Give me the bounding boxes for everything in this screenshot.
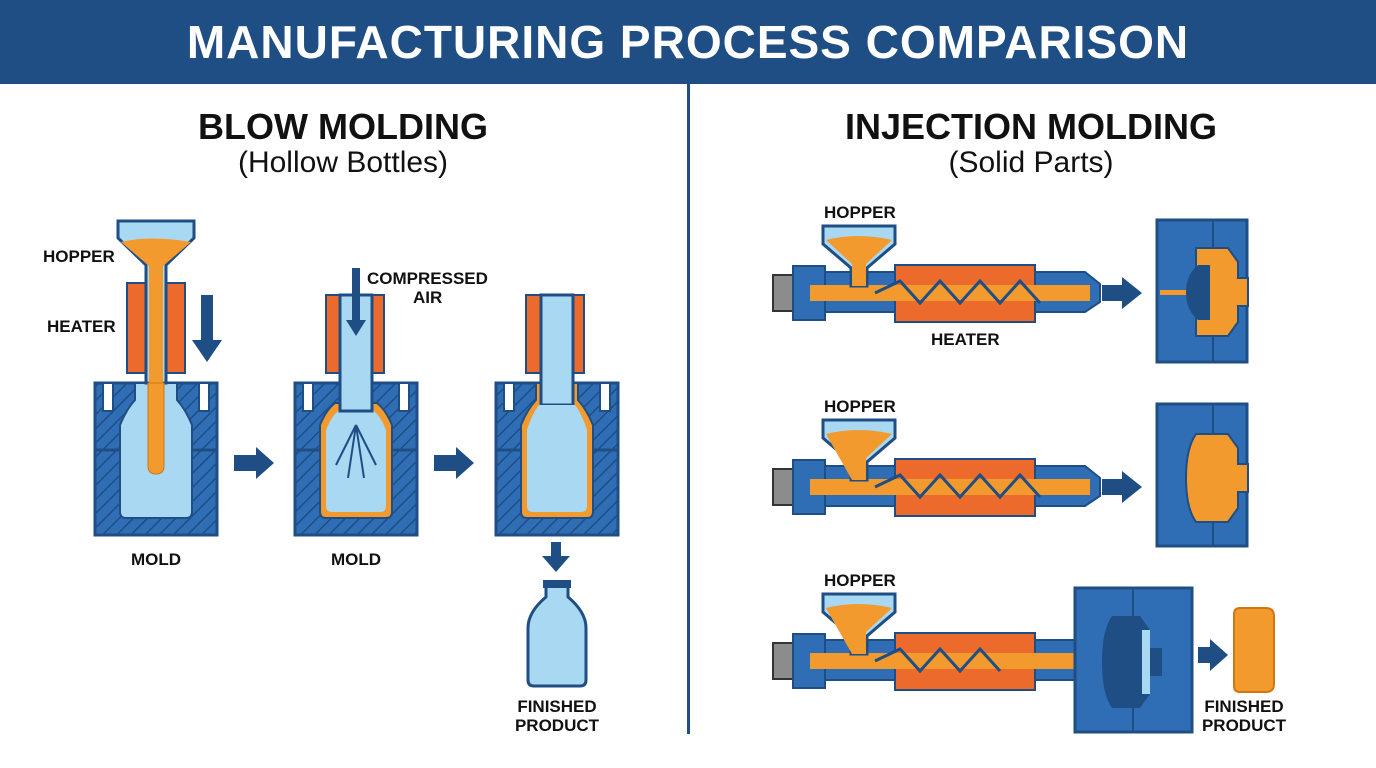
molten-parison [147,382,165,475]
arrow-right-icon [1198,639,1228,671]
finished-product-label-2: PRODUCT [514,716,600,735]
blow-stage-3 [494,293,620,688]
compressed-air-label: COMPRESSED [367,269,488,288]
injection-molding-title: INJECTION MOLDING [844,106,1217,147]
arrow-right-icon [234,447,274,479]
arrow-down-icon [542,542,570,572]
finished-product-label-2: PRODUCT [1201,716,1287,735]
molded-part [1184,433,1249,523]
mold-label: MOLD [130,550,182,569]
hopper-label: HOPPER [824,203,896,222]
injection-stage-3 [772,586,1275,734]
heater-label: HEATER [47,317,116,336]
finished-part-icon [1233,607,1275,693]
hopper-label: HOPPER [824,397,896,416]
page-title: MANUFACTURING PROCESS COMPARISON [0,0,1376,84]
hopper-label: HOPPER [43,247,115,266]
formed-bottle [527,405,587,512]
injection-stage-2 [772,402,1249,548]
finished-product-label: FINISHED [517,697,597,716]
hopper-label: HOPPER [824,571,896,590]
blow-stage-2 [293,268,419,537]
blow-stage-1 [93,219,222,537]
arrow-right-icon [1102,277,1142,309]
arrow-right-icon [1102,471,1142,503]
air-arrow-icon [346,268,366,336]
blow-molding-subtitle: (Hollow Bottles) [237,146,449,179]
injection-stage-1 [772,218,1249,364]
mold-label: MOLD [330,550,382,569]
arrow-down-icon [192,295,222,362]
finished-bottle-icon [526,580,588,688]
section-divider [687,84,690,734]
heater-label: HEATER [931,330,1000,349]
blow-molding-title: BLOW MOLDING [198,106,488,147]
injection-molding-subtitle: (Solid Parts) [948,146,1114,179]
finished-product-label: FINISHED [1204,697,1284,716]
arrow-right-icon [434,447,474,479]
compressed-air-label-2: AIR [413,288,443,307]
